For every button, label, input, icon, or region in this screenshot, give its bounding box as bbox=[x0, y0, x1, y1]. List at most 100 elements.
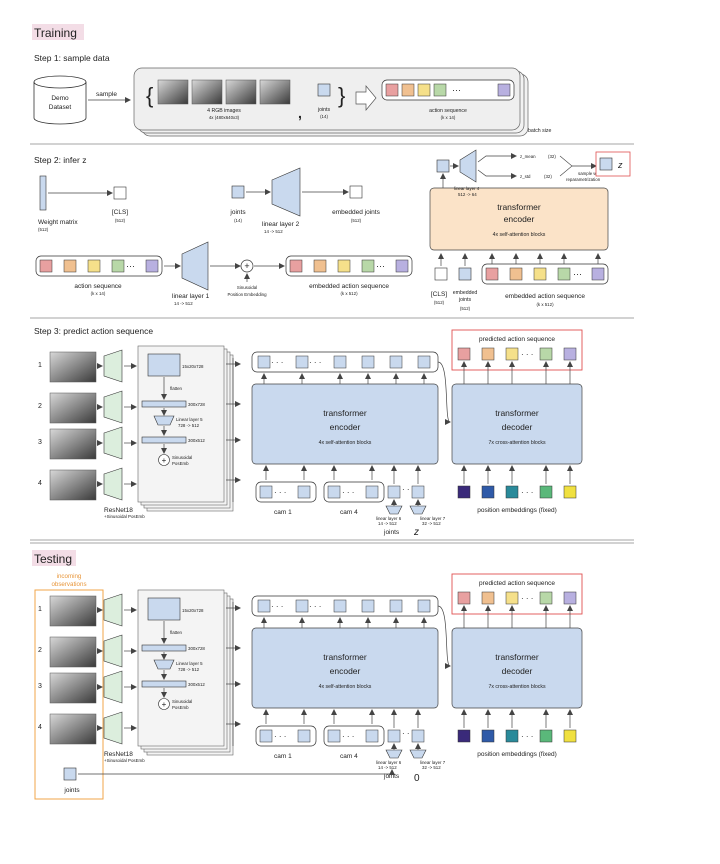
joints-dim-step2: (14) bbox=[234, 218, 242, 223]
test-zero-symbol: 0 bbox=[414, 773, 420, 784]
test-predicted-token-5 bbox=[563, 591, 577, 605]
test-flat-bar-1 bbox=[141, 644, 187, 652]
test-linear-layer-7 bbox=[409, 749, 427, 759]
train-linear6-label: linear layer 6 bbox=[376, 516, 402, 521]
reparam-label: reparametrization bbox=[566, 177, 601, 182]
linear-layer-2 bbox=[271, 167, 301, 217]
train-plus-node bbox=[158, 454, 170, 466]
incoming-observations-box bbox=[34, 589, 104, 800]
test-dims-b: 300x728 bbox=[188, 646, 205, 651]
embedded-action-sequence-step2: ··· bbox=[285, 255, 413, 277]
test-resnet-label: ResNet18 bbox=[104, 751, 133, 758]
test-decoder-title: transformer bbox=[495, 652, 539, 662]
train-linear-layer-7 bbox=[409, 505, 427, 515]
joints-label-step2: joints bbox=[229, 209, 246, 216]
train-posemb-label: PosEmb bbox=[172, 461, 189, 466]
train-cam-token-2 bbox=[297, 485, 311, 499]
linear1-label: linear layer 1 bbox=[172, 293, 210, 300]
train-linear7-dim: 32 -> 512 bbox=[422, 521, 441, 526]
test-flatten-label: flatten bbox=[170, 630, 183, 635]
action-sequence-step1: ··· bbox=[381, 79, 515, 101]
action-sequence-step2: ··· bbox=[35, 255, 163, 277]
train-row-number-3: 3 bbox=[38, 439, 42, 446]
train-decoder-box bbox=[451, 383, 583, 465]
sinusoidal-label-step2: Sinusoidal bbox=[237, 285, 257, 290]
train-position-embedding-1 bbox=[457, 485, 471, 499]
test-encoder-output-token-1 bbox=[257, 599, 271, 613]
train-inputs-ellipsis: · · · bbox=[402, 485, 414, 494]
test-cam4-ellipsis: · · · bbox=[342, 732, 354, 741]
train-camera-image-2 bbox=[49, 392, 97, 424]
cvae-enc-sub: 4x self-attention blocks bbox=[493, 232, 546, 238]
cvae-cls-output bbox=[436, 159, 450, 173]
train-pe-ellipsis: · · · bbox=[521, 488, 533, 497]
action-seq-label-step2: action sequence bbox=[74, 283, 122, 290]
train-position-embedding-2 bbox=[481, 485, 495, 499]
train-sinusoidal-label: Sinusoidal bbox=[172, 455, 192, 460]
emb-action2-dim: (k x 512) bbox=[536, 302, 554, 307]
train-predicted-ellipsis: · · · bbox=[521, 350, 533, 359]
rgb-images bbox=[157, 79, 291, 105]
train-resnet-block-2 bbox=[103, 390, 123, 424]
test-linear6-label: linear layer 6 bbox=[376, 760, 402, 765]
train-camera-image-1 bbox=[49, 351, 97, 383]
cvae-encoder-box bbox=[429, 187, 609, 251]
train-dims-a: 15x20x728 bbox=[182, 364, 204, 369]
train-resnet-label: ResNet18 bbox=[104, 507, 133, 514]
linear2-label: linear layer 2 bbox=[262, 221, 300, 228]
train-feature-map bbox=[147, 353, 181, 377]
batch-size-label: batch size bbox=[528, 128, 551, 134]
embjoints2-label: embedded bbox=[453, 290, 478, 296]
train-predicted-token-5 bbox=[563, 347, 577, 361]
train-cam-token-4 bbox=[365, 485, 379, 499]
test-decoder-box bbox=[451, 627, 583, 709]
train-plus-sign: + bbox=[162, 456, 167, 465]
test-joints-label: joints bbox=[383, 773, 400, 780]
linear4-to-zstd-arrow bbox=[477, 169, 517, 179]
train-cam1-label: cam 1 bbox=[274, 509, 292, 516]
test-cam1-label: cam 1 bbox=[274, 753, 292, 760]
z-symbol-step2: z bbox=[617, 160, 623, 170]
zmean-dim: (32) bbox=[548, 154, 556, 159]
test-position-embedding-1 bbox=[457, 729, 471, 743]
train-z-symbol: z bbox=[413, 527, 419, 538]
test-encoder-output-token-6 bbox=[417, 599, 431, 613]
train-linear7-label: linear layer 7 bbox=[420, 516, 446, 521]
test-inputs-ellipsis: · · · bbox=[402, 729, 414, 738]
left-brace: { bbox=[146, 83, 153, 108]
test-cam-token-3 bbox=[327, 729, 341, 743]
train-flat-bar-2 bbox=[141, 436, 187, 444]
test-encoder-output-token-3 bbox=[333, 599, 347, 613]
sample-label: sample bbox=[96, 91, 117, 98]
test-dims-c: 300x512 bbox=[188, 682, 205, 687]
test-cam1-ellipsis: · · · bbox=[274, 732, 286, 741]
cls2-box bbox=[434, 267, 448, 281]
test-pe-ellipsis: · · · bbox=[521, 732, 533, 741]
train-predicted-token-4 bbox=[539, 347, 553, 361]
test-pos-emb-label: position embeddings (fixed) bbox=[477, 751, 557, 758]
joints-dim: (14) bbox=[320, 114, 328, 119]
incoming-label-1: incoming bbox=[57, 573, 82, 580]
train-cam-token-3 bbox=[327, 485, 341, 499]
train-encoder-output-token-6 bbox=[417, 355, 431, 369]
testing-joints-box bbox=[63, 767, 77, 781]
posemb-label-step2: Position Embedding bbox=[227, 292, 267, 297]
step2-title: Step 2: infer z bbox=[34, 155, 86, 165]
test-row-number-3: 3 bbox=[38, 683, 42, 690]
test-predicted-token-4 bbox=[539, 591, 553, 605]
train-predicted-token-2 bbox=[481, 347, 495, 361]
incoming-label-2: observations bbox=[51, 581, 86, 588]
test-camera-image-1 bbox=[49, 595, 97, 627]
test-encoder-output-token-5 bbox=[389, 599, 403, 613]
train-encoder-box bbox=[251, 383, 439, 465]
plus-sign-step2: + bbox=[244, 261, 249, 271]
test-predicted-token-3 bbox=[505, 591, 519, 605]
linear1-dim: 14 -> 512 bbox=[174, 301, 193, 306]
test-dims-a: 15x20x728 bbox=[182, 608, 204, 613]
training-heading-bg bbox=[32, 24, 84, 40]
train-decoder-sub: 7x cross-attention blocks bbox=[488, 440, 545, 446]
z-box bbox=[599, 157, 613, 171]
test-camera-image-3 bbox=[49, 672, 97, 704]
test-camera-image-4 bbox=[49, 713, 97, 745]
test-row-number-2: 2 bbox=[38, 647, 42, 654]
